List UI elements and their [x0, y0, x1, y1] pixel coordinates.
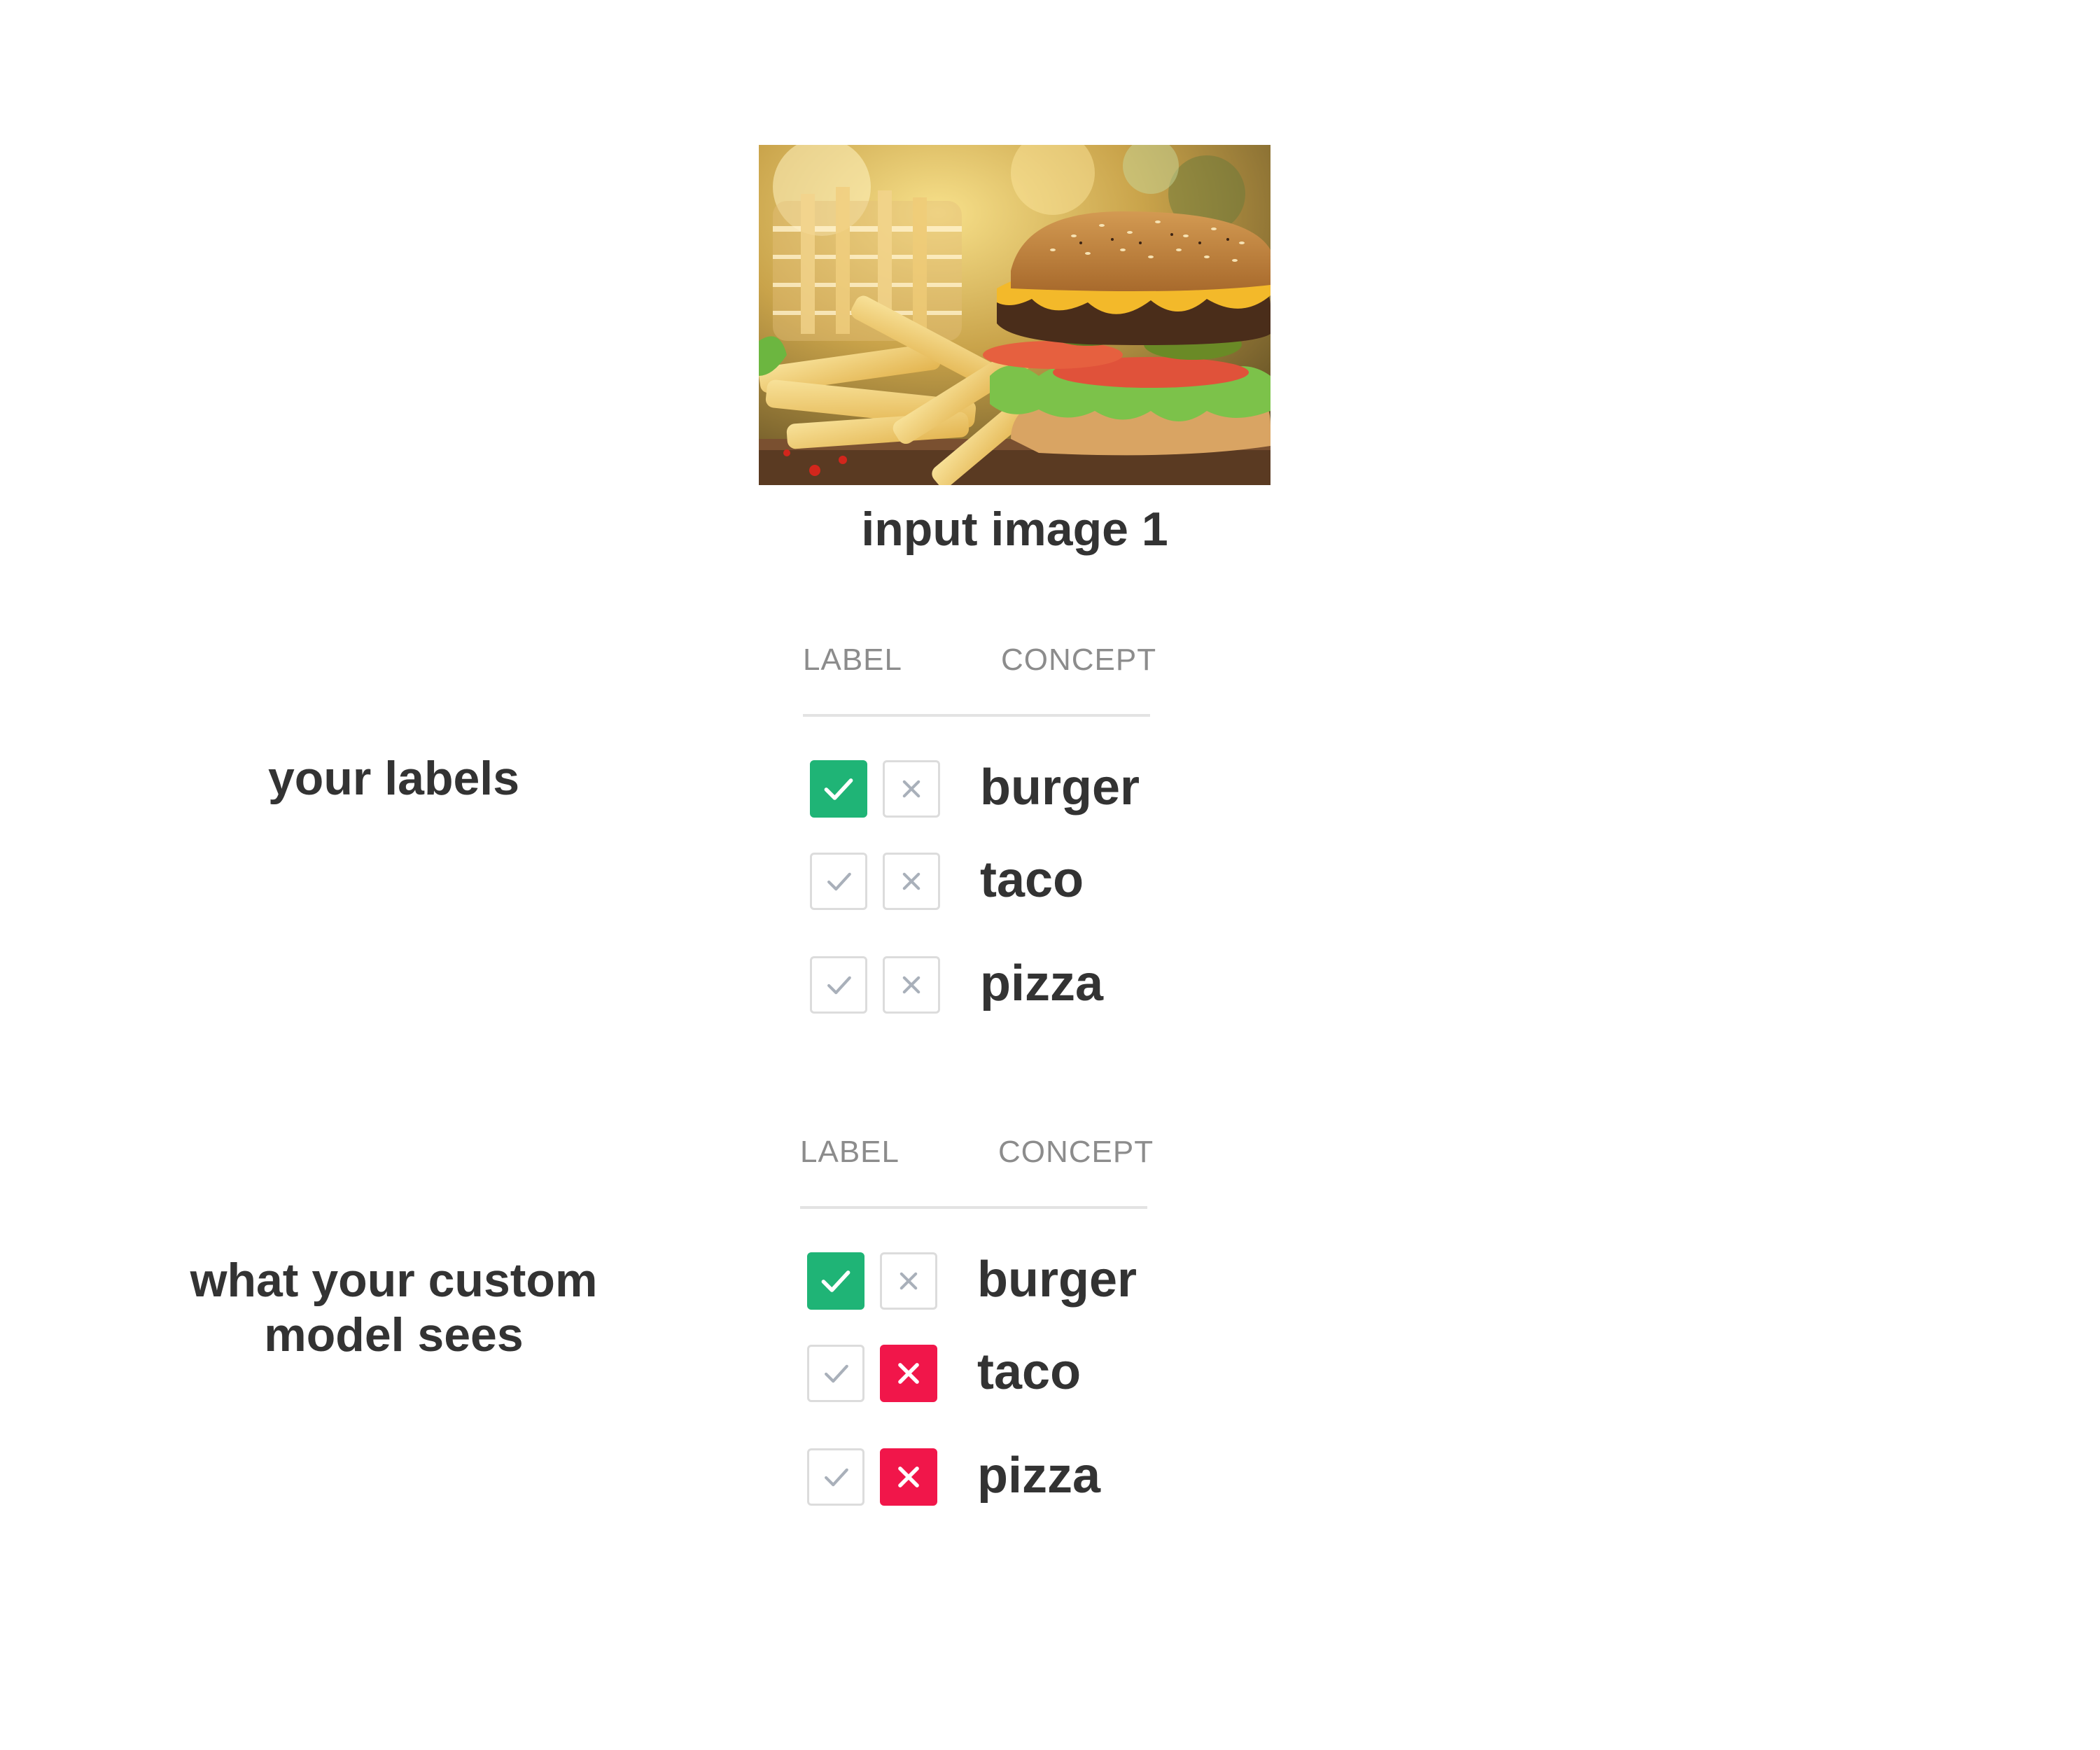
negative-toggle[interactable] — [880, 1252, 937, 1310]
negative-toggle[interactable] — [880, 1345, 937, 1402]
close-icon — [899, 1272, 918, 1290]
positive-toggle[interactable] — [810, 760, 867, 818]
image-caption: input image 1 — [861, 503, 1168, 556]
header-divider — [800, 1206, 1147, 1209]
close-icon — [902, 872, 920, 890]
check-icon — [825, 1468, 848, 1487]
check-icon — [825, 1364, 848, 1383]
concept-name: taco — [977, 1344, 1082, 1400]
caption-line: your labels — [267, 752, 520, 805]
label-row-pizza: pizza — [807, 1448, 1143, 1508]
close-icon — [898, 1466, 919, 1488]
caption-line: model sees — [264, 1308, 524, 1362]
concept-name: pizza — [977, 1448, 1101, 1504]
concept-name: burger — [980, 760, 1140, 816]
header-label: LABEL — [803, 643, 902, 677]
negative-toggle[interactable] — [880, 1448, 937, 1506]
header-label: LABEL — [800, 1135, 899, 1169]
close-icon — [902, 780, 920, 798]
check-icon — [827, 976, 851, 995]
positive-toggle[interactable] — [810, 853, 867, 910]
caption-line: what your custom — [190, 1254, 598, 1307]
label-panel-your-labels: LABEL CONCEPT burger — [803, 643, 1157, 1014]
input-image — [759, 145, 1270, 485]
header-concept: CONCEPT — [998, 1135, 1154, 1169]
negative-toggle[interactable] — [883, 760, 940, 818]
label-row-taco: taco — [807, 1344, 1143, 1405]
positive-toggle[interactable] — [810, 956, 867, 1014]
burger-photo — [759, 145, 1270, 485]
label-row-pizza: pizza — [810, 955, 1146, 1016]
concept-name: pizza — [980, 955, 1104, 1011]
check-icon — [827, 872, 851, 891]
label-row-taco: taco — [810, 852, 1146, 913]
label-row-burger: burger — [810, 760, 1146, 820]
concept-name: burger — [977, 1252, 1138, 1308]
header-concept: CONCEPT — [1001, 643, 1157, 677]
close-icon — [902, 976, 920, 994]
header-divider — [803, 714, 1150, 717]
check-icon — [821, 1270, 850, 1292]
positive-toggle[interactable] — [807, 1448, 864, 1506]
label-panel-model-sees: LABEL CONCEPT burger — [800, 1135, 1153, 1506]
panel-header: LABEL CONCEPT — [803, 643, 1157, 685]
close-icon — [898, 1363, 919, 1384]
check-icon — [824, 778, 853, 800]
concept-name: taco — [980, 852, 1084, 908]
negative-toggle[interactable] — [883, 956, 940, 1014]
section-caption-model-sees: what your custom model sees — [112, 1253, 676, 1362]
negative-toggle[interactable] — [883, 853, 940, 910]
section-caption-your-labels: your labels — [112, 751, 676, 806]
label-row-burger: burger — [807, 1252, 1143, 1312]
positive-toggle[interactable] — [807, 1252, 864, 1310]
panel-header: LABEL CONCEPT — [800, 1135, 1153, 1177]
positive-toggle[interactable] — [807, 1345, 864, 1402]
